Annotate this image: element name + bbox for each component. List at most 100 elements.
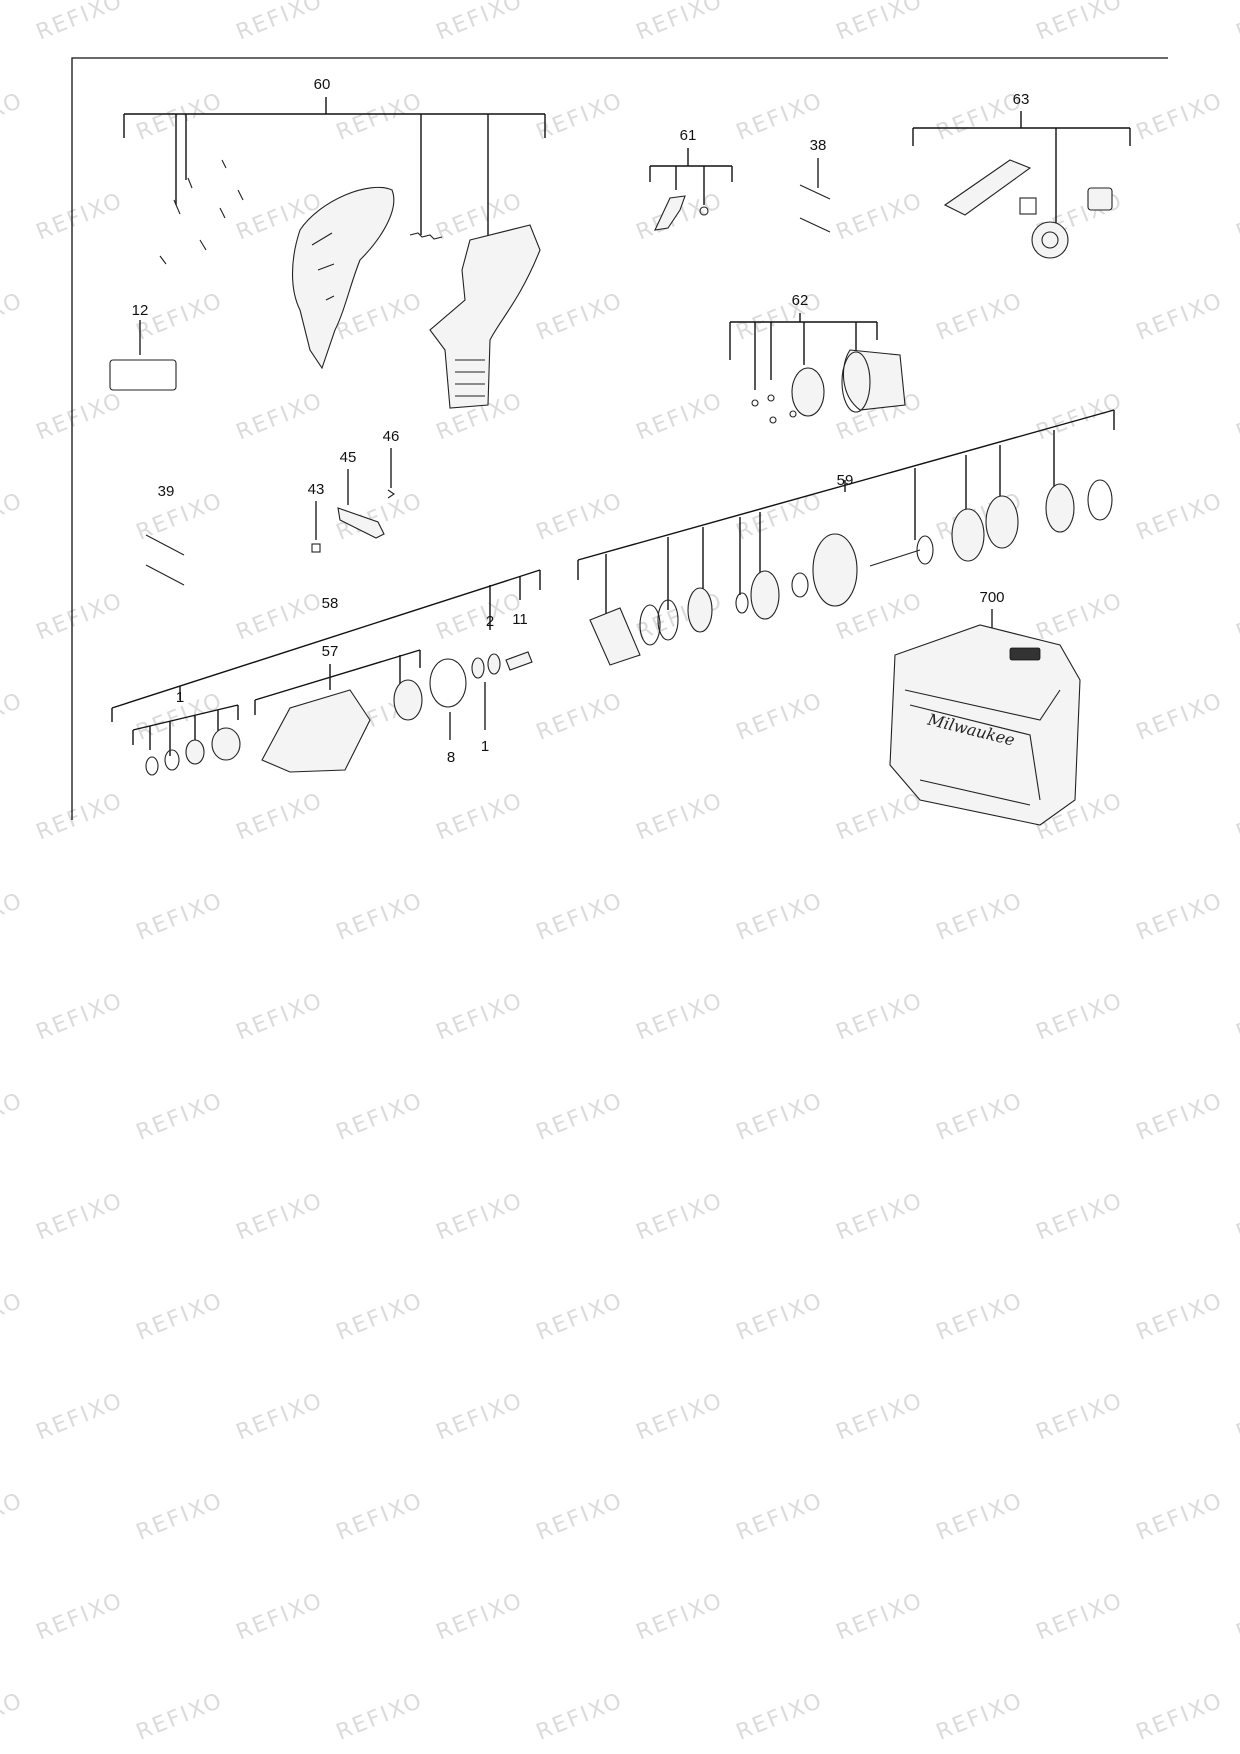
watermark-text: REFIXO — [633, 388, 727, 445]
watermark-text: REFIXO — [433, 788, 527, 845]
watermark-text: REFIXO — [633, 1188, 727, 1245]
watermark-text: REFIXO — [833, 1588, 927, 1645]
watermark-text: REFIXO — [633, 788, 727, 845]
watermark-text: REFIXO — [1133, 488, 1227, 545]
watermark-text: REFIXO — [933, 1288, 1027, 1345]
watermark-text: REFIXO — [1033, 1388, 1127, 1445]
watermark-text: REFIXO — [433, 1588, 527, 1645]
watermark-text: REFIXO — [633, 0, 727, 46]
watermark-text: REFIXO — [533, 88, 627, 145]
label-12: 12 — [132, 302, 149, 319]
watermark-text: REFIXO — [733, 1688, 827, 1745]
watermark-text: REFIXO — [1033, 1588, 1127, 1645]
watermark-text: REFIXO — [233, 788, 327, 845]
label-1-lower: 1 — [481, 738, 489, 755]
watermark-text: REFIXO — [733, 1288, 827, 1345]
label-700: 700 — [979, 589, 1004, 606]
label-60: 60 — [314, 76, 331, 93]
watermark-text: REFIXO — [0, 888, 27, 945]
part-group-58: 58 2 11 1 57 8 1 — [111, 569, 541, 776]
watermark-text: REFIXO — [33, 188, 127, 245]
watermark-text: REFIXO — [533, 888, 627, 945]
watermark-text: REFIXO — [333, 1488, 427, 1545]
watermark-text: REFIXO — [833, 1188, 927, 1245]
watermark-text: REFIXO — [1133, 1488, 1227, 1545]
watermark-text: REFIXO — [1233, 988, 1240, 1045]
label-58: 58 — [322, 595, 339, 612]
watermark-text: REFIXO — [0, 1688, 27, 1745]
watermark-text: REFIXO — [933, 1688, 1027, 1745]
diagram-frame — [71, 57, 1168, 820]
watermark-text: REFIXO — [233, 1388, 327, 1445]
label-38: 38 — [810, 137, 827, 154]
part-group-39: 39 — [145, 483, 185, 586]
label-11: 11 — [512, 611, 528, 628]
watermark-text: REFIXO — [233, 988, 327, 1045]
watermark-text: REFIXO — [1233, 588, 1240, 645]
watermark-text: REFIXO — [1133, 88, 1227, 145]
watermark-text: REFIXO — [333, 88, 427, 145]
watermark-text: REFIXO — [133, 1488, 227, 1545]
watermark-text: REFIXO — [0, 688, 27, 745]
watermark-text: REFIXO — [433, 988, 527, 1045]
watermark-text: REFIXO — [0, 488, 27, 545]
watermark-text: REFIXO — [733, 1088, 827, 1145]
watermark-text: REFIXO — [1233, 0, 1240, 46]
watermark-text: REFIXO — [133, 1688, 227, 1745]
label-2: 2 — [486, 613, 494, 630]
watermark-text: REFIXO — [933, 1088, 1027, 1145]
watermark-text: REFIXO — [633, 1388, 727, 1445]
watermark-text: REFIXO — [533, 1088, 627, 1145]
watermark-text: REFIXO — [0, 1088, 27, 1145]
watermark-text: REFIXO — [1133, 888, 1227, 945]
watermark-text: REFIXO — [0, 1288, 27, 1345]
watermark-text: REFIXO — [833, 788, 927, 845]
watermark-text: REFIXO — [1033, 388, 1127, 445]
watermark-text: REFIXO — [233, 1188, 327, 1245]
label-61: 61 — [680, 127, 697, 144]
label-45: 45 — [340, 449, 357, 466]
watermark-text: REFIXO — [333, 1288, 427, 1345]
watermark-text: REFIXO — [733, 1488, 827, 1545]
watermark-text: REFIXO — [1233, 188, 1240, 245]
watermark-text: REFIXO — [33, 388, 127, 445]
watermark-text: REFIXO — [933, 288, 1027, 345]
part-group-63: 63 — [912, 91, 1131, 259]
watermark-text: REFIXO — [1233, 1588, 1240, 1645]
watermark-text: REFIXO — [0, 88, 27, 145]
watermark-text: REFIXO — [133, 88, 227, 145]
watermark-text: REFIXO — [633, 588, 727, 645]
part-group-12: 12 — [109, 302, 177, 391]
watermark-text: REFIXO — [533, 1288, 627, 1345]
watermark-text: REFIXO — [1233, 788, 1240, 845]
label-46: 46 — [383, 428, 400, 445]
watermark-text: REFIXO — [333, 888, 427, 945]
watermark-text: REFIXO — [33, 988, 127, 1045]
watermark-text: REFIXO — [33, 1588, 127, 1645]
watermark-text: REFIXO — [133, 1288, 227, 1345]
part-group-60: 60 — [123, 76, 546, 409]
watermark-text: REFIXO — [533, 1688, 627, 1745]
label-39: 39 — [158, 483, 175, 500]
label-57: 57 — [322, 643, 339, 660]
watermark-text: REFIXO — [333, 1688, 427, 1745]
watermark-text: REFIXO — [733, 688, 827, 745]
watermark-text: REFIXO — [33, 788, 127, 845]
watermark-text: REFIXO — [833, 0, 927, 46]
watermark-text: REFIXO — [1133, 688, 1227, 745]
watermark-text: REFIXO — [733, 888, 827, 945]
watermark-text: REFIXO — [933, 888, 1027, 945]
watermark-text: REFIXO — [533, 288, 627, 345]
watermark-text: REFIXO — [1033, 988, 1127, 1045]
watermark-text: REFIXO — [833, 988, 927, 1045]
watermark-text: REFIXO — [733, 488, 827, 545]
label-1-upper: 1 — [176, 689, 184, 706]
watermark-text: REFIXO — [1133, 1088, 1227, 1145]
watermark-text: REFIXO — [0, 288, 27, 345]
watermark-text: REFIXO — [533, 488, 627, 545]
watermark-text: REFIXO — [1033, 588, 1127, 645]
watermark-text: REFIXO — [533, 688, 627, 745]
watermark-text: REFIXO — [1033, 0, 1127, 46]
label-43: 43 — [308, 481, 325, 498]
